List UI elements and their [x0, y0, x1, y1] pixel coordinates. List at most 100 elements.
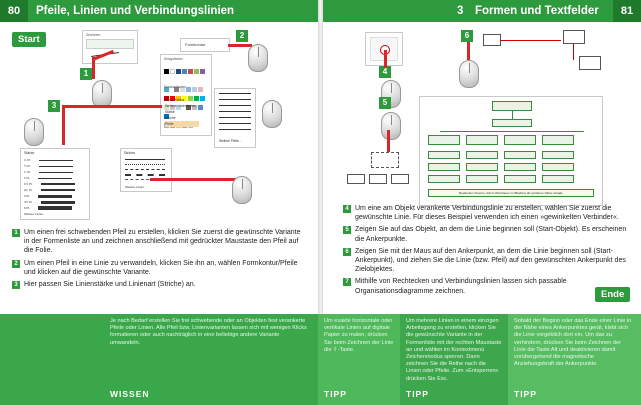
- mouse-icon: [262, 100, 282, 128]
- callout-4: 4: [379, 66, 391, 78]
- org-second-box: [492, 119, 532, 127]
- org-dept-box: [504, 135, 536, 145]
- org-top-box: [492, 101, 532, 111]
- dashes-title: Striche: [124, 151, 136, 155]
- weights-list: ¼ Pt. ½ Pt. ¾ Pt. 1 Pt. 1½ Pt. 2¼ Pt. 3 …: [24, 157, 88, 217]
- org-chart: Bearbeitet: Powers, Achim Weinbauer im B…: [419, 96, 603, 206]
- standard-colors: [164, 89, 211, 125]
- weights-title: Stärke: [24, 151, 35, 155]
- org-sub-box: [504, 151, 536, 159]
- tip-3-label: TIPP: [514, 389, 537, 399]
- left-header: 80 Pfeile, Linien und Verbindungslinien: [0, 0, 318, 22]
- mouse-icon: [248, 44, 268, 72]
- mouse-icon: [381, 112, 401, 140]
- wissen-text: Je nach Bedarf erstellen Sie frei schweb…: [110, 318, 307, 346]
- org-chart-footer: Bearbeitet: Powers, Achim Weinbauer im B…: [428, 189, 594, 197]
- org-sub-box: [466, 151, 498, 159]
- menu-items: Keine Kontur Weitere Linienfarben... Stä…: [165, 97, 200, 127]
- dashes-panel: Striche Weitere Linien...: [120, 148, 172, 192]
- rect-shape: [391, 174, 409, 184]
- left-page-number: 80: [0, 0, 28, 22]
- target-object-2: [579, 56, 601, 70]
- mouse-icon: [92, 80, 112, 108]
- org-sub-box: [428, 151, 460, 159]
- left-page: 80 Pfeile, Linien und Verbindungslinien …: [0, 0, 318, 405]
- menu-item-keine-kontur[interactable]: Keine Kontur: [165, 98, 185, 102]
- book-gutter: [318, 0, 323, 405]
- menu-standardfarben: Standardfarben: [164, 85, 186, 89]
- wissen-box: Je nach Bedarf erstellen Sie frei schweb…: [0, 314, 318, 405]
- tip-1-text: Um exakte horizontale oder vertikale Lin…: [324, 318, 394, 353]
- mouse-icon: [459, 60, 479, 88]
- start-label: Start: [12, 32, 46, 47]
- rect-shape: [369, 174, 387, 184]
- target-object: [563, 30, 585, 44]
- rect-shape: [347, 174, 365, 184]
- start-object-shape: [371, 152, 399, 168]
- tip-3-text: Sobald der Beginn oder das Ende einer Li…: [514, 318, 632, 368]
- callout-arrow-1: [92, 57, 95, 79]
- weights-more[interactable]: Weitere Linien...: [24, 212, 46, 216]
- source-object: [483, 34, 501, 46]
- org-dept-box: [428, 135, 460, 145]
- callout-6: 6: [461, 30, 473, 42]
- connector-line: [501, 40, 561, 41]
- menu-item-staerke[interactable]: Stärke: [165, 110, 175, 114]
- callout-1: 1: [80, 68, 92, 80]
- weights-panel: Stärke ¼ Pt. ½ Pt. ¾ Pt. 1 Pt. 1½ Pt. 2¼…: [20, 148, 90, 220]
- org-sub-box: [466, 175, 498, 183]
- screenshot-formkontur: Formkontur: [180, 38, 230, 52]
- org-sub-box: [466, 163, 498, 171]
- right-page-title: Formen und Textfelder: [475, 5, 599, 17]
- menu-item-pfeile[interactable]: Pfeile: [165, 121, 200, 127]
- tip-1-label: TIPP: [324, 389, 347, 399]
- right-page-number: 81: [613, 0, 641, 22]
- callout-2: 2: [236, 30, 248, 42]
- formkontur-menu: Designfarben Standardfarben Keine Kontur…: [160, 54, 212, 136]
- tip-3: Sobald der Beginn oder das Ende einer Li…: [508, 314, 641, 405]
- org-sub-box: [542, 175, 574, 183]
- menu-designfarben: Designfarben: [164, 57, 183, 61]
- tip-2: Um mehrere Linien in einem einzigen Arbe…: [400, 314, 508, 405]
- menu-item-weitere-farben[interactable]: Weitere Linienfarben...: [165, 104, 200, 108]
- callout-arrow-3c: [150, 178, 240, 181]
- arrow-more-label[interactable]: Weitere Pfeile...: [219, 139, 242, 143]
- callout-arrow-3b: [62, 105, 162, 108]
- org-sub-box: [504, 175, 536, 183]
- mouse-icon: [24, 118, 44, 146]
- callout-arrow-6: [467, 42, 470, 60]
- tip-2-label: TIPP: [406, 389, 429, 399]
- menu-item-striche[interactable]: Striche: [165, 116, 176, 120]
- org-sub-box: [428, 175, 460, 183]
- end-label: Ende: [595, 287, 631, 302]
- callout-5: 5: [379, 97, 391, 109]
- callout-arrow-4: [384, 50, 387, 68]
- screenshot-draw-arrow: Zeichnen: [82, 30, 138, 64]
- ribbon-title: Zeichnen: [86, 33, 101, 37]
- tipp-box: Um exakte horizontale oder vertikale Lin…: [318, 314, 641, 405]
- shape-gallery: [86, 39, 134, 49]
- formkontur-button-label: Formkontur: [185, 42, 206, 47]
- left-page-title: Pfeile, Linien und Verbindungslinien: [36, 5, 235, 17]
- dashes-more[interactable]: Weitere Linien...: [125, 185, 147, 189]
- callout-3: 3: [48, 100, 60, 112]
- mouse-icon: [232, 176, 252, 204]
- org-sub-box: [504, 163, 536, 171]
- org-sub-box: [428, 163, 460, 171]
- right-page: 3 Formen und Textfelder 81 4 5 6 7: [318, 0, 641, 405]
- wissen-label: WISSEN: [110, 389, 150, 399]
- right-header: 3 Formen und Textfelder 81: [323, 0, 641, 22]
- org-sub-box: [542, 151, 574, 159]
- chapter-number: 3: [457, 5, 464, 17]
- org-sub-box: [542, 163, 574, 171]
- tip-1: Um exakte horizontale oder vertikale Lin…: [318, 314, 400, 405]
